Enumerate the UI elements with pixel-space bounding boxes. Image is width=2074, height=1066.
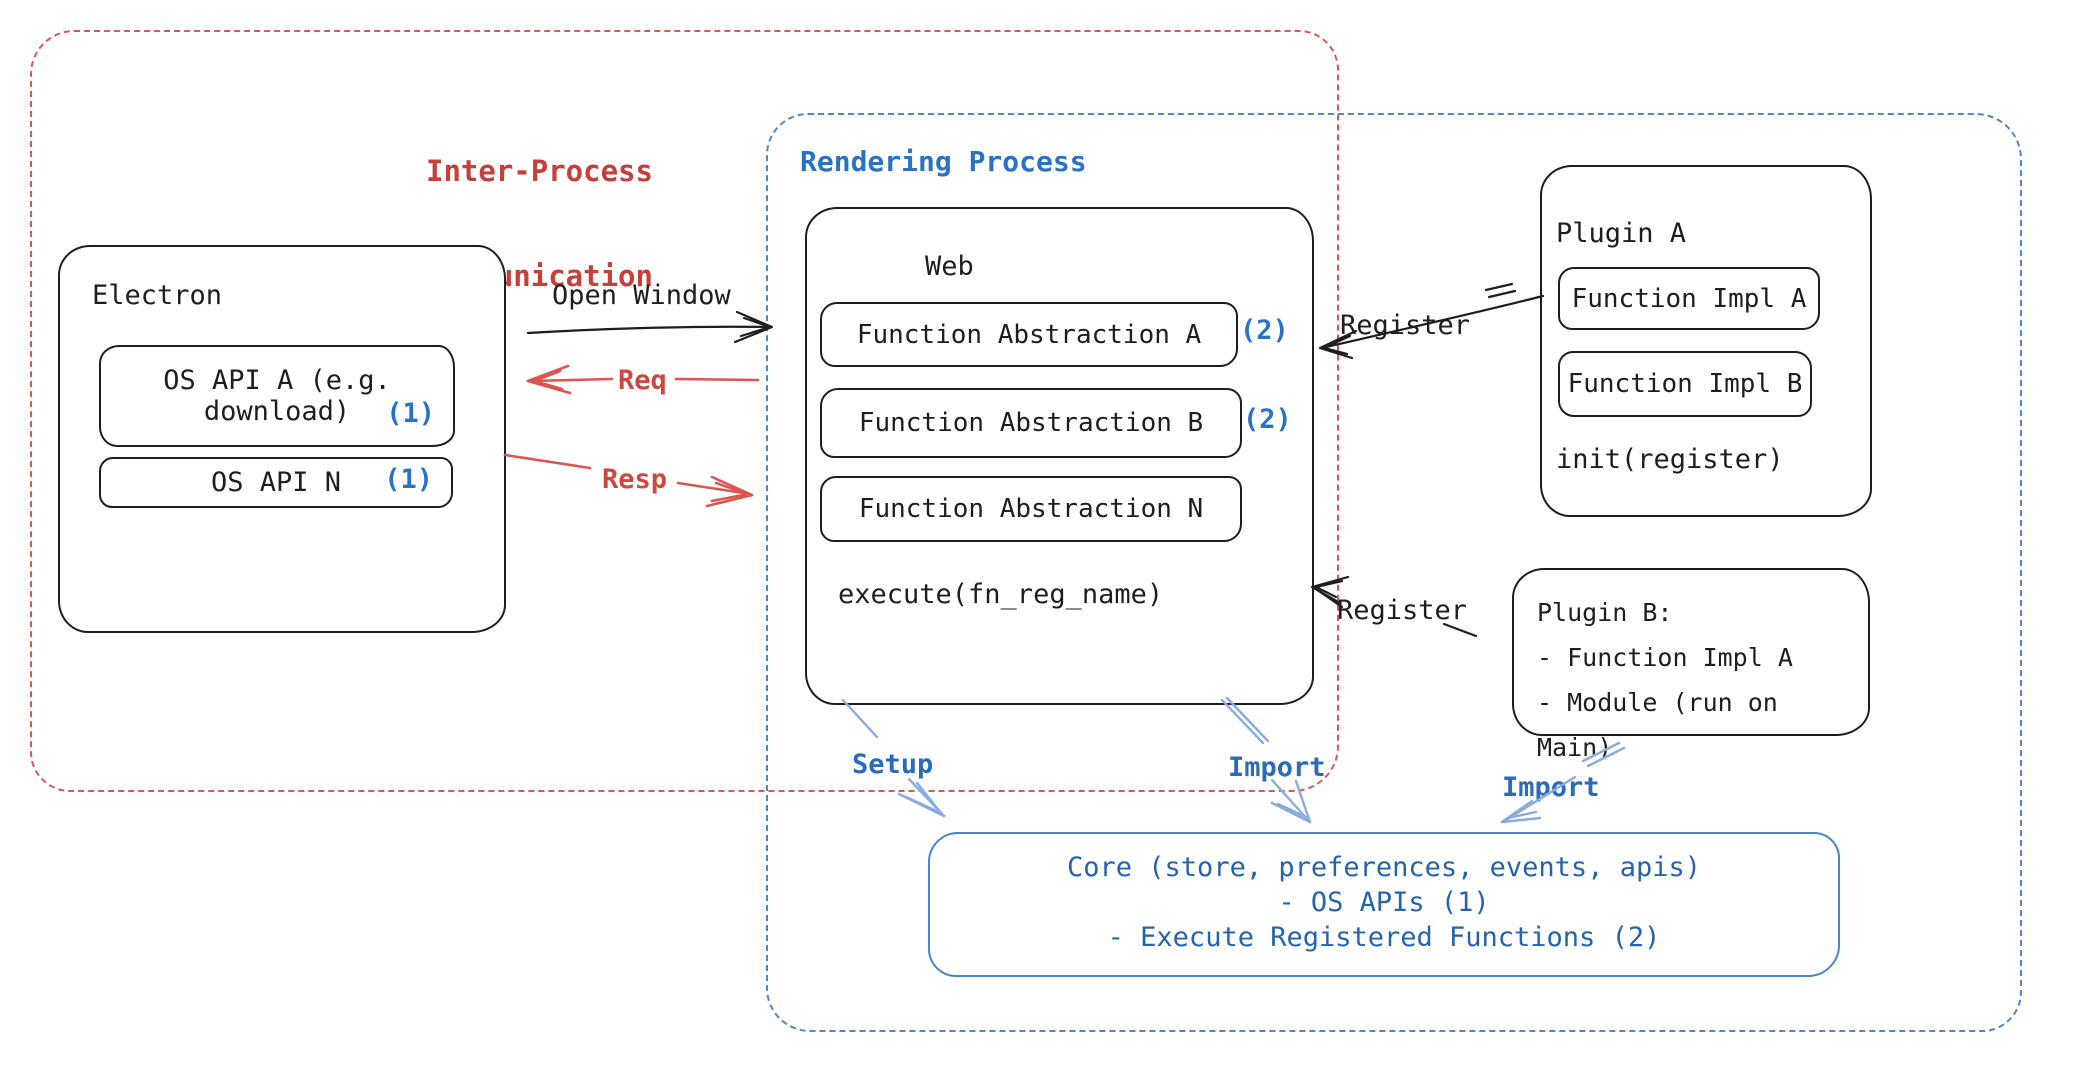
plugin-a-title: Plugin A	[1556, 218, 1687, 249]
setup-label: Setup	[852, 749, 934, 780]
core-line-2: - OS APIs (1)	[1278, 887, 1490, 918]
os-api-a-box: OS API A (e.g. download) (1)	[99, 345, 455, 447]
os-api-n-label: OS API N	[210, 467, 342, 498]
plugin-b-box: Plugin B: - Function Impl A - Module (ru…	[1512, 568, 1870, 762]
req-label: Req	[618, 365, 667, 396]
register-top-label: Register	[1340, 310, 1471, 341]
function-abstraction-n-label: Function Abstraction N	[858, 494, 1204, 524]
core-line-1: Core (store, preferences, events, apis)	[1067, 852, 1701, 883]
ipc-label-line1: Inter-Process	[426, 154, 653, 188]
core-line-3: - Execute Registered Functions (2)	[1107, 922, 1661, 953]
register-bottom-label: Register	[1337, 595, 1468, 626]
electron-title: Electron	[92, 280, 223, 311]
plugin-b-title: Plugin B:	[1537, 598, 1673, 627]
rendering-region-label: Rendering Process	[800, 145, 1087, 178]
function-impl-b-box: Function Impl B	[1558, 351, 1812, 417]
os-api-a-line2: download)	[203, 396, 351, 427]
plugin-b-item-2: - Module (run on Main)	[1537, 688, 1778, 762]
import-mid-label: Import	[1228, 752, 1326, 783]
os-api-n-box: OS API N (1)	[99, 457, 453, 508]
ipc-region-frame	[30, 30, 1339, 792]
resp-label: Resp	[602, 464, 668, 495]
os-api-a-badge: (1)	[386, 398, 435, 429]
open-window-label: Open Window	[552, 280, 731, 311]
rendering-region-frame	[766, 113, 2022, 1032]
execute-label: execute(fn_reg_name)	[838, 579, 1164, 610]
os-api-n-badge: (1)	[384, 464, 433, 495]
function-impl-a-label: Function Impl A	[1571, 283, 1807, 314]
function-abstraction-a-label: Function Abstraction A	[856, 319, 1202, 350]
plugin-a-init-label: init(register)	[1556, 444, 1784, 475]
core-box: Core (store, preferences, events, apis) …	[928, 832, 1840, 977]
plugin-a-box	[1540, 165, 1872, 517]
import-right-label: Import	[1502, 772, 1600, 803]
web-title: Web	[925, 251, 974, 282]
function-abstraction-b-label: Function Abstraction B	[858, 408, 1204, 438]
function-impl-b-label: Function Impl B	[1567, 369, 1803, 399]
function-abstraction-b-badge: (2)	[1243, 404, 1292, 435]
function-abstraction-a-box: Function Abstraction A	[820, 302, 1238, 367]
function-abstraction-a-badge: (2)	[1240, 315, 1289, 346]
os-api-a-line1: OS API A (e.g.	[163, 365, 391, 396]
function-abstraction-n-box: Function Abstraction N	[820, 476, 1242, 542]
function-abstraction-b-box: Function Abstraction B	[820, 388, 1242, 458]
function-impl-a-box: Function Impl A	[1558, 267, 1820, 330]
plugin-b-item-1: - Function Impl A	[1537, 643, 1793, 672]
